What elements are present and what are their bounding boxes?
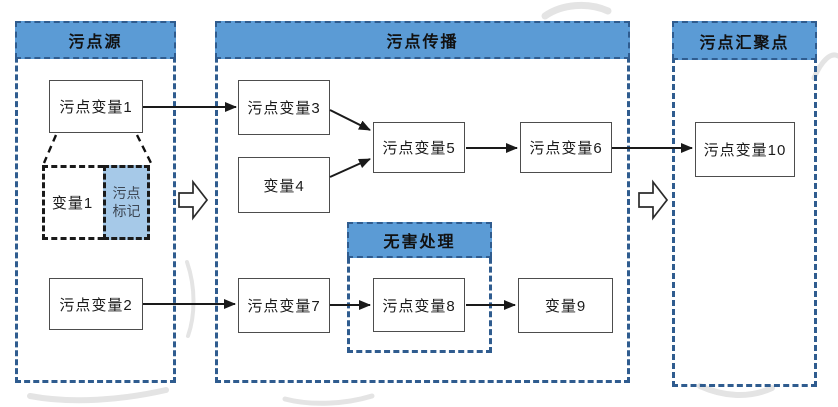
node-taint-var8: 污点变量8 xyxy=(373,278,465,332)
section-transition-arrow-propagation-to-sink xyxy=(638,179,669,221)
node-taint-var3: 污点变量3 xyxy=(238,80,330,135)
node-taint-var10-label: 污点变量10 xyxy=(703,142,787,159)
node-taint-var6: 污点变量6 xyxy=(520,122,612,173)
taint-sink-title: 污点汇聚点 xyxy=(699,34,790,52)
sanitizer-title: 无害处理 xyxy=(383,234,456,251)
taint-propagation-title: 污点传播 xyxy=(386,34,459,51)
node-taint-var1-label: 污点变量1 xyxy=(59,99,133,116)
node-taint-var2-label: 污点变量2 xyxy=(59,296,133,314)
node-taint-var7: 污点变量7 xyxy=(238,278,330,333)
node-var9: 变量9 xyxy=(518,278,613,333)
background-artifact xyxy=(541,1,612,20)
taint-mark-tag: 污点 标记 xyxy=(103,165,150,240)
node-taint-var3-label: 污点变量3 xyxy=(247,100,321,117)
section-taint-sink xyxy=(672,21,817,387)
node-taint-var2: 污点变量2 xyxy=(49,278,143,330)
node-taint-var10: 污点变量10 xyxy=(695,122,795,177)
node-taint-var8-label: 污点变量8 xyxy=(382,297,456,315)
taint-source-header: 污点源 xyxy=(15,21,176,59)
background-artifact xyxy=(27,387,169,404)
node-var4-label: 变量4 xyxy=(263,177,305,195)
node-taint-var7-label: 污点变量7 xyxy=(247,298,321,315)
taint-propagation-header: 污点传播 xyxy=(215,21,630,59)
sanitizer-header: 无害处理 xyxy=(347,222,492,258)
background-artifact xyxy=(282,393,375,406)
taint-sink-header: 污点汇聚点 xyxy=(672,21,817,60)
node-var9-label: 变量9 xyxy=(544,298,587,315)
taint-source-title: 污点源 xyxy=(68,34,123,51)
background-artifact xyxy=(185,260,196,338)
section-transition-arrow-source-to-propagation xyxy=(178,179,209,221)
node-var1-label: 变量1 xyxy=(51,195,94,212)
node-taint-var5: 污点变量5 xyxy=(373,122,465,173)
node-taint-var6-label: 污点变量6 xyxy=(529,140,603,157)
taint-mark-label: 污点 标记 xyxy=(112,185,141,219)
node-taint-var1: 污点变量1 xyxy=(49,80,143,133)
node-taint-var5-label: 污点变量5 xyxy=(382,140,456,157)
background-artifact xyxy=(811,52,838,81)
background-artifact xyxy=(697,383,775,398)
node-var4: 变量4 xyxy=(238,157,330,213)
node-var1-with-taint-mark: 变量1 污点 标记 xyxy=(42,165,150,240)
